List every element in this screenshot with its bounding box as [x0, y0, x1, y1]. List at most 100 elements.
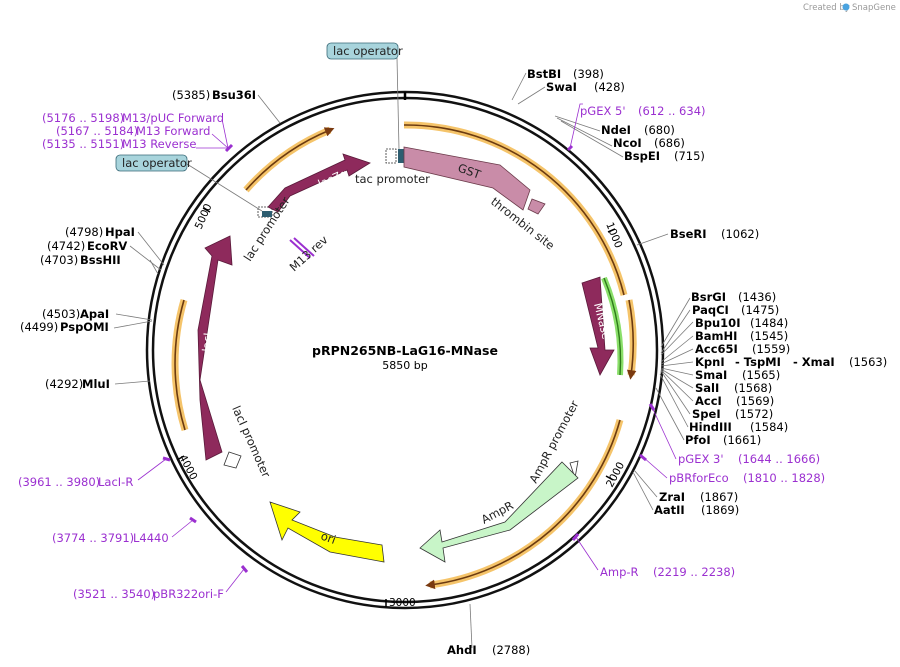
primer-range: (612 .. 634) [638, 104, 706, 118]
lac-operator-left-leader [186, 163, 263, 212]
tick-label-3000: 3000 [389, 597, 416, 609]
primer-range: (5176 .. 5198) [42, 111, 124, 125]
outer-arc-ampr-core [425, 419, 621, 590]
lac-operator-left-label: lac operator [122, 156, 192, 170]
enzyme-name: SwaI [546, 80, 577, 94]
primer-name: M13 Forward [136, 124, 210, 138]
primer-mark-pbr322ori [240, 565, 249, 573]
enzyme-pos: (1867) [700, 490, 738, 504]
enzyme-name: BssHII [80, 253, 121, 267]
inner-features [197, 146, 615, 563]
lac-operator-top-tag [326, 42, 399, 60]
enzyme-name: PfoI [685, 433, 711, 447]
primer-name: M13/pUC Forward [122, 111, 224, 125]
primer-mark-ampr [571, 533, 580, 541]
primer-range: (3521 .. 3540) [73, 587, 155, 601]
enzyme-pos: (4703) [40, 253, 78, 267]
lac-operator-top-block [398, 149, 404, 163]
primer-labels: pGEX 5' (612 .. 634) pGEX 3' (1644 .. 16… [18, 104, 825, 601]
enzyme-name: KpnI [695, 355, 725, 369]
primer-range: (1644 .. 1666) [738, 452, 820, 466]
enzyme-name: NdeI [601, 123, 631, 137]
outer-arc-gst-core [403, 124, 625, 296]
enzyme-pos: (4499) [20, 320, 58, 334]
enzyme-pos: (1565) [742, 368, 780, 382]
enzyme-name: AccI [695, 394, 722, 408]
enzyme-pos: (715) [674, 149, 705, 163]
enzyme-name: ZraI [659, 490, 685, 504]
laci-promoter-arrow [223, 451, 242, 469]
primer-name: LacI-R [98, 475, 133, 489]
primer-range: (2219 .. 2238) [653, 565, 735, 579]
laci-label: lacI [200, 332, 215, 352]
enzyme-pos: (428) [594, 80, 625, 94]
enzyme-name: - TspMI [735, 355, 781, 369]
enzyme-name: AatII [654, 503, 685, 517]
primer-markers [137, 103, 677, 593]
enzyme-pos: (1661) [723, 433, 761, 447]
enzyme-name: SmaI [695, 368, 727, 382]
tick-mark-5000 [202, 207, 211, 213]
enzyme-labels-left: (4292) MluI (4503) ApaI (4499) PspOMI (4… [20, 88, 256, 391]
outer-arc-mnase-core [626, 299, 637, 380]
enzyme-pos: (1584) [750, 420, 788, 434]
lac-promoter-label: lac promoter [241, 194, 293, 264]
primer-name: M13 Reverse [122, 137, 196, 151]
tick-label-5000: 5000 [193, 202, 215, 231]
created-by-label: Created by [803, 3, 850, 13]
primer-range: (5135 .. 5151) [42, 137, 124, 151]
lac-operator-left-block [262, 211, 272, 217]
enzyme-labels-right: BstBI (398) SwaI (428) NdeI (680) NcoI (… [447, 67, 887, 657]
m13-rev-arrow [289, 237, 315, 259]
enzyme-pos: (686) [654, 136, 685, 150]
primer-mark-m13 [224, 143, 234, 153]
tick-marks [176, 92, 616, 607]
enzyme-pos: (1062) [721, 227, 759, 241]
enzyme-pos: (1484) [750, 316, 788, 330]
primer-range: (3774 .. 3791) [52, 531, 134, 545]
enzyme-pos: (2788) [492, 643, 530, 657]
enzyme-name: BspEI [624, 149, 660, 163]
ori-arrow [269, 501, 385, 563]
m13-rev-label: M13 rev [287, 233, 331, 275]
snapgene-brand: SnapGene [852, 3, 896, 13]
enzyme-name: HindIII [689, 420, 732, 434]
enzyme-name: BamHI [695, 329, 737, 343]
primer-range: (5167 .. 5184) [56, 124, 138, 138]
enzyme-pos: (4292) [45, 377, 83, 391]
lac-operator-top-leader [396, 57, 400, 150]
enzyme-pos: (1568) [734, 381, 772, 395]
enzyme-pos: (4798) [65, 225, 103, 239]
enzyme-name: Acc65I [695, 342, 738, 356]
tac-promoter-label: tac promoter [355, 172, 430, 186]
enzyme-name: - XmaI [793, 355, 835, 369]
lac-operator-left-tag [115, 154, 188, 172]
gst-arrow [403, 146, 531, 211]
enzyme-name: MluI [82, 377, 110, 391]
enzyme-pos: (1559) [752, 342, 790, 356]
primer-range: (3961 .. 3980) [18, 475, 100, 489]
tick-mark-4000 [176, 455, 185, 461]
tick-mark-2000 [605, 475, 614, 481]
enzyme-pos: (1436) [738, 290, 776, 304]
primer-name: Amp-R [600, 565, 639, 579]
enzyme-name: PaqCI [692, 303, 729, 317]
primer-name: pGEX 5' [580, 104, 626, 118]
enzyme-pos: (1869) [701, 503, 739, 517]
ori-label: ori [319, 529, 338, 547]
primer-range: (1810 .. 1828) [743, 471, 825, 485]
plasmid-length: 5850 bp [382, 359, 427, 372]
enzyme-leaders [113, 72, 694, 649]
laci-arrow [197, 235, 233, 461]
outer-arc-mnase-green-core [603, 277, 622, 376]
enzyme-pos: (398) [573, 67, 604, 81]
enzyme-name: Bpu10I [695, 316, 740, 330]
enzyme-name: BstBI [527, 67, 561, 81]
enzyme-pos: (1475) [741, 303, 779, 317]
plasmid-name: pRPN265NB-LaG16-MNase [312, 343, 498, 358]
enzyme-name: NcoI [613, 136, 642, 150]
thrombin-site-arrow [527, 198, 546, 215]
enzyme-pos: (4742) [47, 239, 85, 253]
ampr-promoter-arrow [569, 460, 579, 479]
